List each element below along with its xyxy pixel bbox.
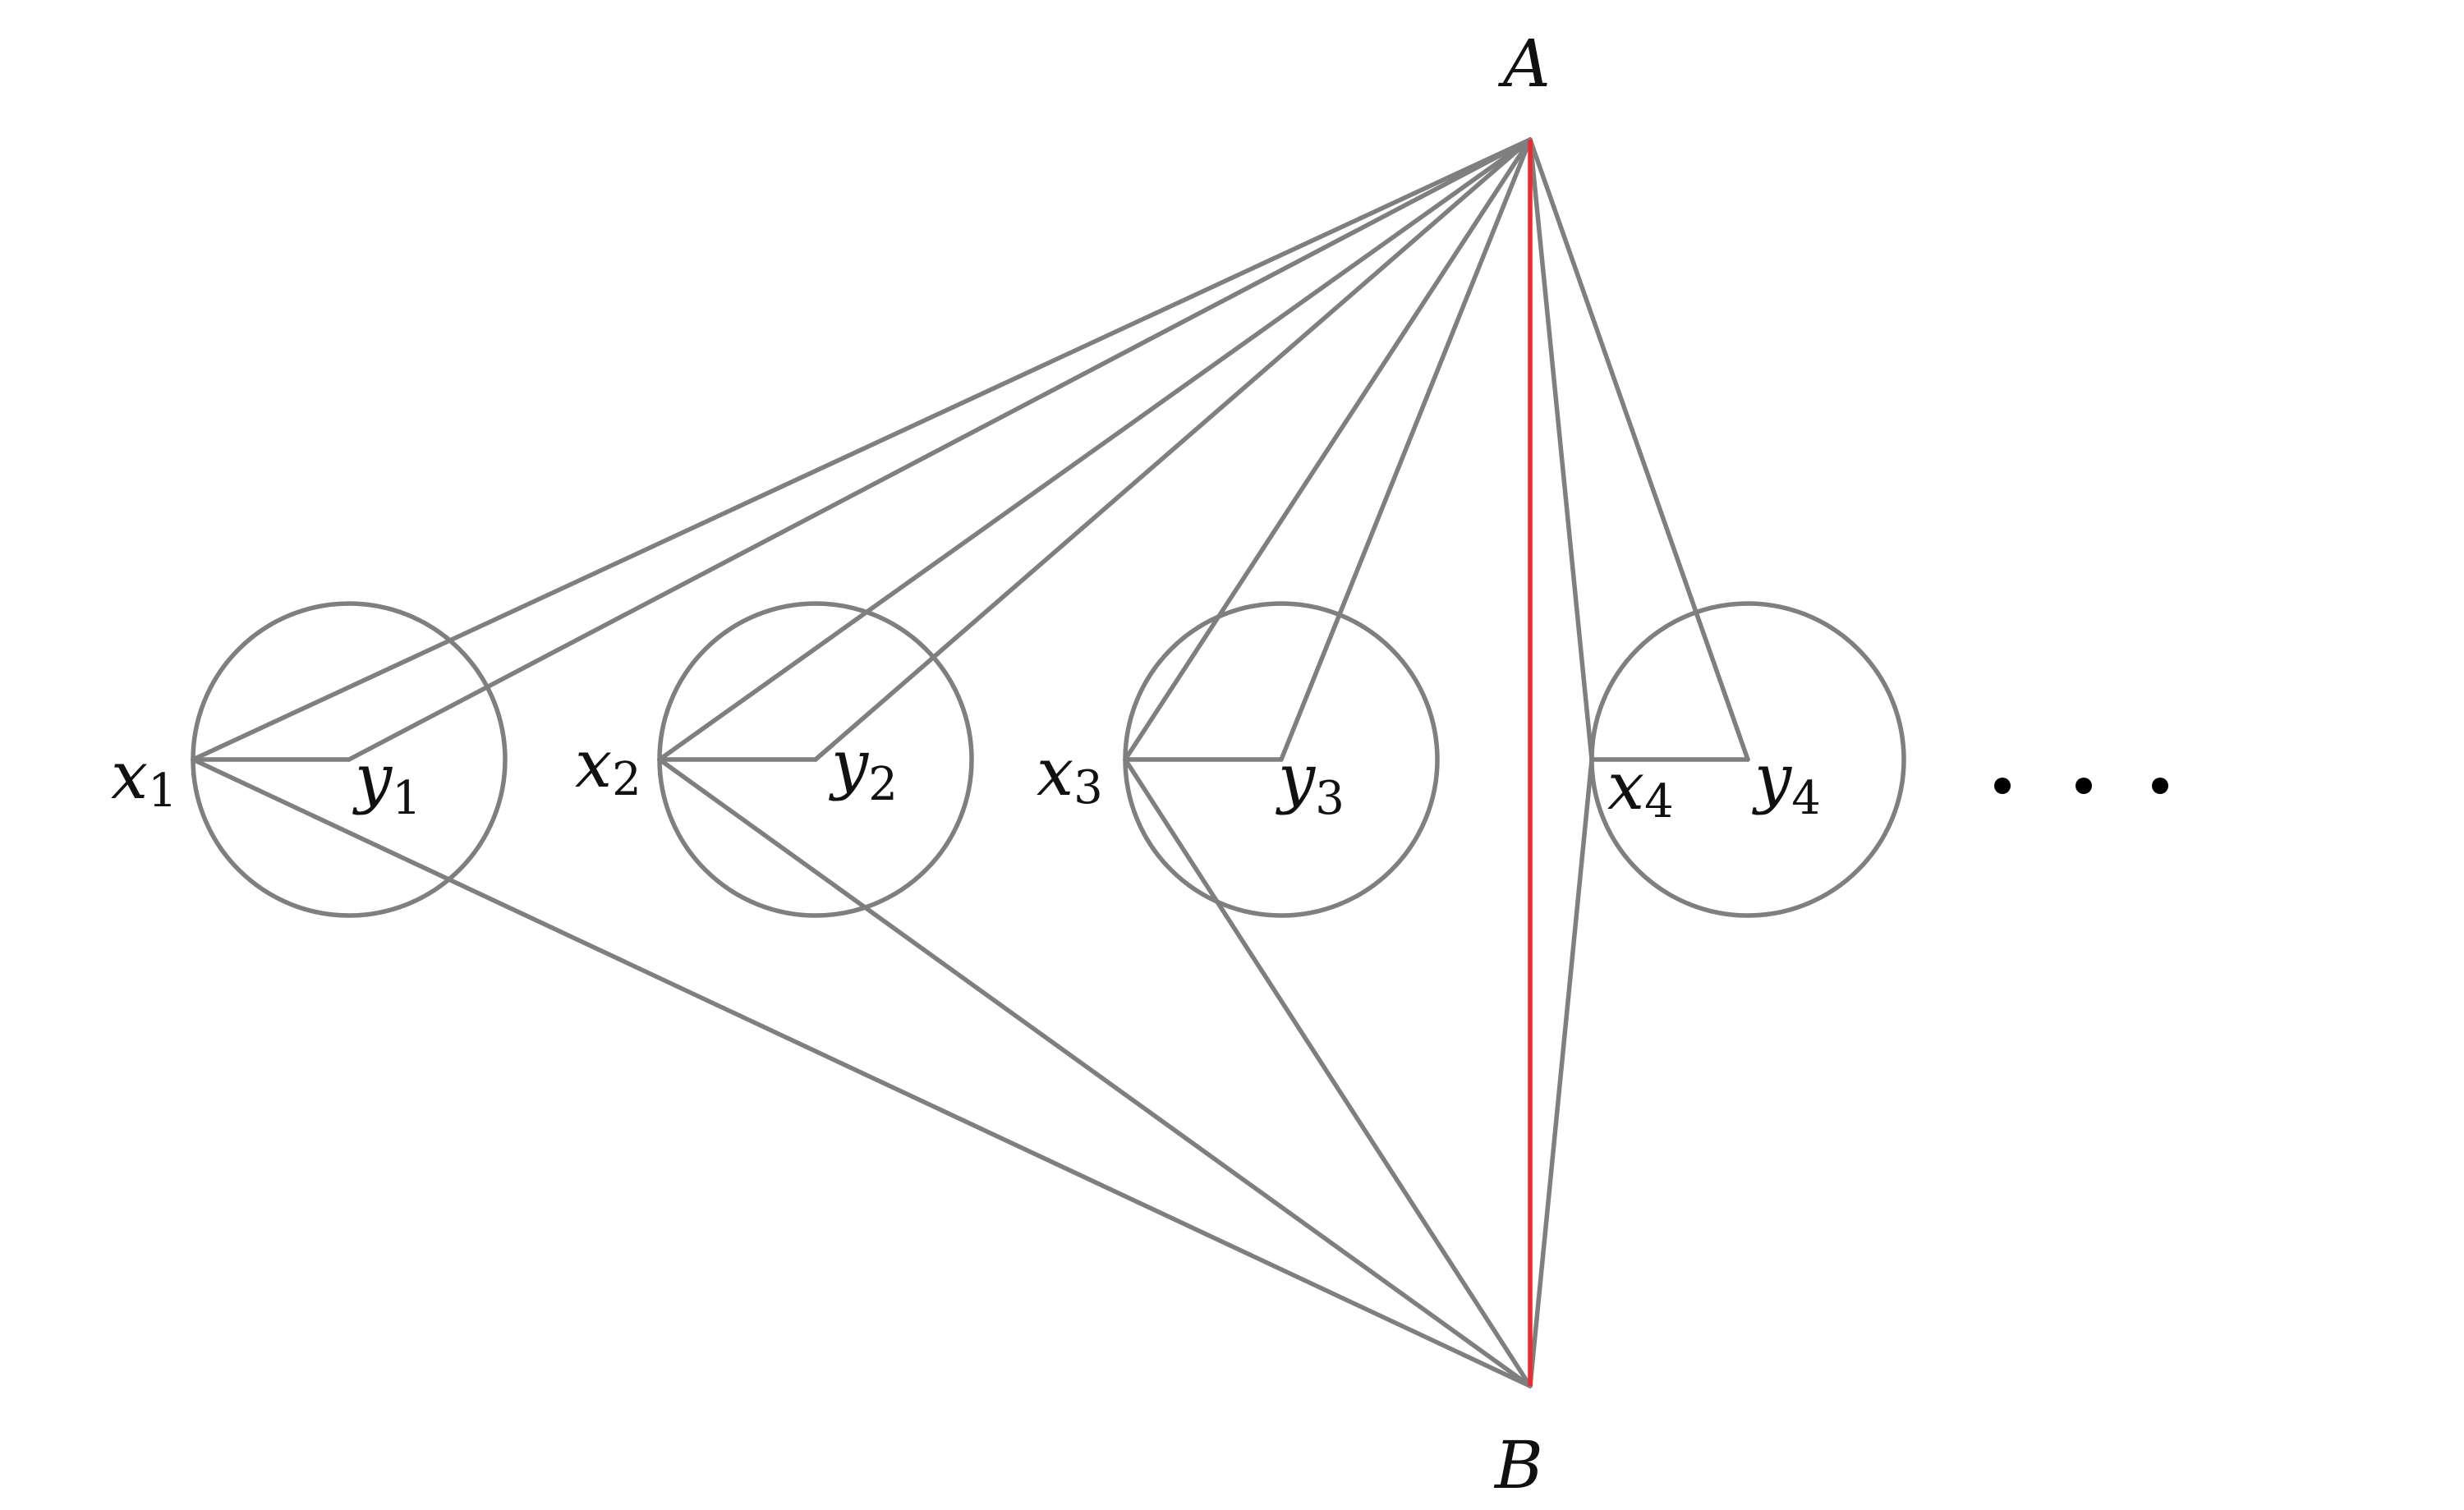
edge-B-x4 (1528, 757, 1594, 1388)
label-x4: x4 (1607, 748, 1674, 828)
label-y1: y1 (352, 740, 421, 825)
edge-A-y1 (347, 137, 1533, 762)
label-y4: y4 (1752, 740, 1821, 825)
label-B: B (1493, 1427, 1543, 1503)
edge-A-x4 (1528, 137, 1594, 762)
edge-A-x2 (657, 137, 1533, 762)
edge-B-x2 (657, 757, 1533, 1388)
label-x2: x2 (575, 726, 641, 806)
label-A: A (1497, 25, 1551, 102)
edge-B-x1 (191, 757, 1533, 1388)
label-x1: x1 (111, 737, 177, 818)
edge-A-y3 (1279, 137, 1533, 762)
label-y2: y2 (829, 726, 898, 811)
edge-A-x1 (191, 137, 1533, 762)
edge-A-x3 (1123, 137, 1533, 762)
edge-B-x3 (1123, 757, 1533, 1388)
continuation-ellipsis (1994, 778, 2168, 794)
label-x3: x3 (1037, 734, 1103, 815)
label-y3: y3 (1276, 740, 1345, 825)
edge-A-y2 (813, 137, 1533, 762)
edge-A-y4 (1528, 137, 1750, 762)
